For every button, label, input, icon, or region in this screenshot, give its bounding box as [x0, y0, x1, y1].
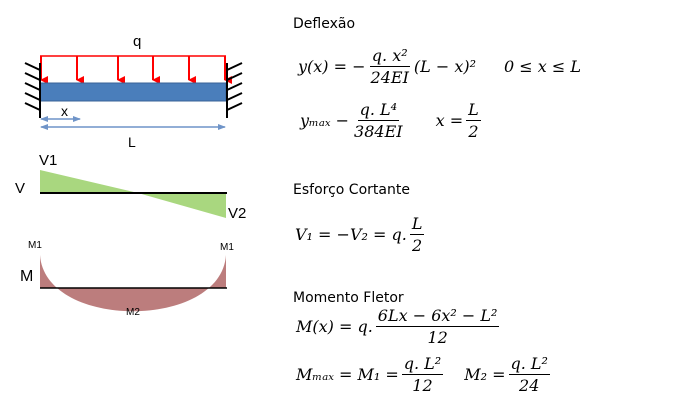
denominator: 24 [519, 376, 540, 395]
denominator: 2 [468, 122, 479, 141]
denominator: 24EI [370, 68, 409, 87]
eq-lhs: x = [435, 111, 464, 130]
numerator: q. L² [508, 354, 550, 375]
eq-lhs: yₘₐₓ − [300, 111, 350, 130]
numerator: L [409, 214, 425, 235]
denominator: 384EI [354, 122, 403, 141]
shear-axis-label: V [15, 180, 26, 197]
m1-right-label: M1 [220, 242, 234, 253]
moment-axis-label: M [20, 268, 34, 285]
shear-diagram [40, 170, 227, 218]
numerator: q. x² [369, 46, 410, 67]
v2-label: V2 [228, 205, 247, 222]
distributed-load [40, 55, 232, 84]
denominator: 12 [427, 328, 448, 347]
domain-range: 0 ≤ x ≤ L [504, 57, 581, 76]
v1-label: V1 [39, 152, 58, 169]
deflection-title: Deflexão [293, 16, 356, 32]
eq-lhs: M₂ = [464, 365, 506, 384]
eq-lhs: Mₘₐₓ = M₁ = [296, 365, 399, 384]
m2-label: M2 [126, 307, 140, 318]
eq-lhs: y(x) = − [298, 57, 366, 76]
load-label: q [133, 33, 142, 50]
eq-rhs: (L − x)² [413, 57, 477, 76]
numerator: L [466, 100, 481, 121]
numerator: q. L² [401, 354, 444, 375]
length-label: L [128, 134, 136, 150]
eq-lhs: V₁ = −V₂ = q. [295, 225, 407, 244]
fixed-support-left [24, 62, 41, 118]
denominator: 12 [412, 376, 433, 395]
denominator: 2 [412, 236, 423, 255]
beam [39, 82, 227, 102]
fixed-support-right [226, 62, 243, 118]
x-label: x [61, 103, 68, 119]
m1-left-label: M1 [28, 240, 42, 251]
eq-lhs: M(x) = q. [296, 317, 373, 336]
numerator: 6Lx − 6x² − L² [375, 306, 500, 327]
numerator: q. L⁴ [357, 100, 400, 121]
moment-diagram [40, 255, 227, 312]
shear-title: Esforço Cortante [293, 182, 410, 198]
moment-title: Momento Fletor [293, 290, 404, 306]
